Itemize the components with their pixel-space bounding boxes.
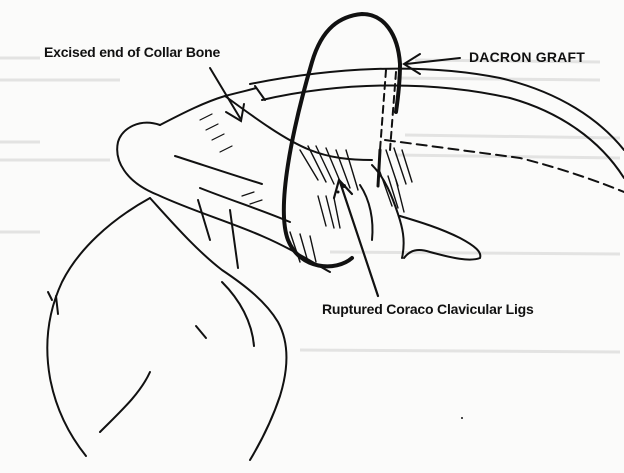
dacron-graft-label: DACRON GRAFT [469,49,585,65]
bone-hatching [200,114,262,204]
dacron-graft [284,14,400,266]
collar-bone-pointer [210,68,244,121]
collar-bone-label: Excised end of Collar Bone [44,44,220,60]
scapula-outline [47,198,286,460]
ligaments-label: Ruptured Coraco Clavicular Ligs [322,301,534,317]
collar-bone-shape [117,88,372,272]
